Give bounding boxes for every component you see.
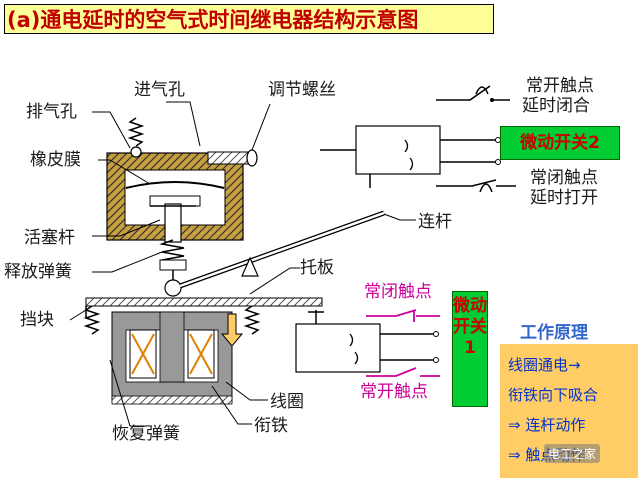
- electromagnet: [111, 311, 233, 405]
- armature-down-arrow: [220, 313, 244, 347]
- principle-heading: 工作原理: [520, 323, 588, 343]
- label-no-contact-top: 常开触点: [526, 76, 594, 96]
- principle-line-2: 衔铁向下吸合: [508, 386, 599, 404]
- label-stopper: 挡块: [20, 310, 54, 330]
- rubber-membrane: [125, 181, 225, 189]
- label-coil: 线圈: [270, 392, 304, 412]
- label-delay-close: 延时闭合: [522, 96, 590, 116]
- micro-switch-2-body: [320, 125, 501, 188]
- delay-open-contact-symbol: [436, 179, 516, 193]
- delay-close-contact-symbol: [436, 85, 510, 102]
- connecting-rod: [179, 210, 385, 289]
- label-connecting-rod: 连杆: [418, 212, 452, 232]
- label-nc-contact-top: 常闭触点: [530, 168, 598, 188]
- micro-switch-2-label: 微动开关2: [500, 126, 620, 160]
- piston-rod: [150, 203, 196, 297]
- principle-line-3: ⇒ 连杆动作: [508, 416, 586, 434]
- release-spring: [159, 239, 185, 261]
- no-contact-symbol: [366, 367, 440, 377]
- label-exhaust-hole: 排气孔: [26, 102, 77, 122]
- nc-contact-symbol: [366, 309, 440, 322]
- label-support-plate: 托板: [300, 258, 334, 278]
- label-no-contact-mid: 常开触点: [360, 382, 428, 402]
- label-return-spring: 恢复弹簧: [112, 424, 180, 444]
- exhaust-hole-ball: [130, 146, 142, 158]
- diagram-title: (a)通电延时的空气式时间继电器结构示意图: [4, 4, 494, 34]
- label-adjust-screw: 调节螺丝: [268, 80, 336, 100]
- adjust-screw: [207, 149, 258, 167]
- label-nc-contact-mid: 常闭触点: [364, 282, 432, 302]
- micro-switch-1-label: 微动开关1: [452, 291, 488, 407]
- label-delay-open: 延时打开: [530, 188, 598, 208]
- label-release-spring: 释放弹簧: [4, 262, 72, 282]
- leader-lines: [69, 101, 416, 427]
- label-armature: 衔铁: [254, 416, 288, 436]
- stopper-spring: [83, 305, 101, 335]
- support-plate: [85, 297, 323, 318]
- label-rubber-membrane: 橡皮膜: [30, 150, 81, 170]
- label-intake-hole: 进气孔: [134, 80, 185, 100]
- watermark: 电工之家: [544, 444, 601, 463]
- label-piston-rod: 活塞杆: [24, 228, 75, 248]
- principle-line-1: 线圈通电→: [508, 356, 581, 374]
- micro-switch-1-body: [295, 310, 439, 373]
- plate-right-spring: [243, 305, 261, 335]
- exhaust-spring: [127, 117, 145, 147]
